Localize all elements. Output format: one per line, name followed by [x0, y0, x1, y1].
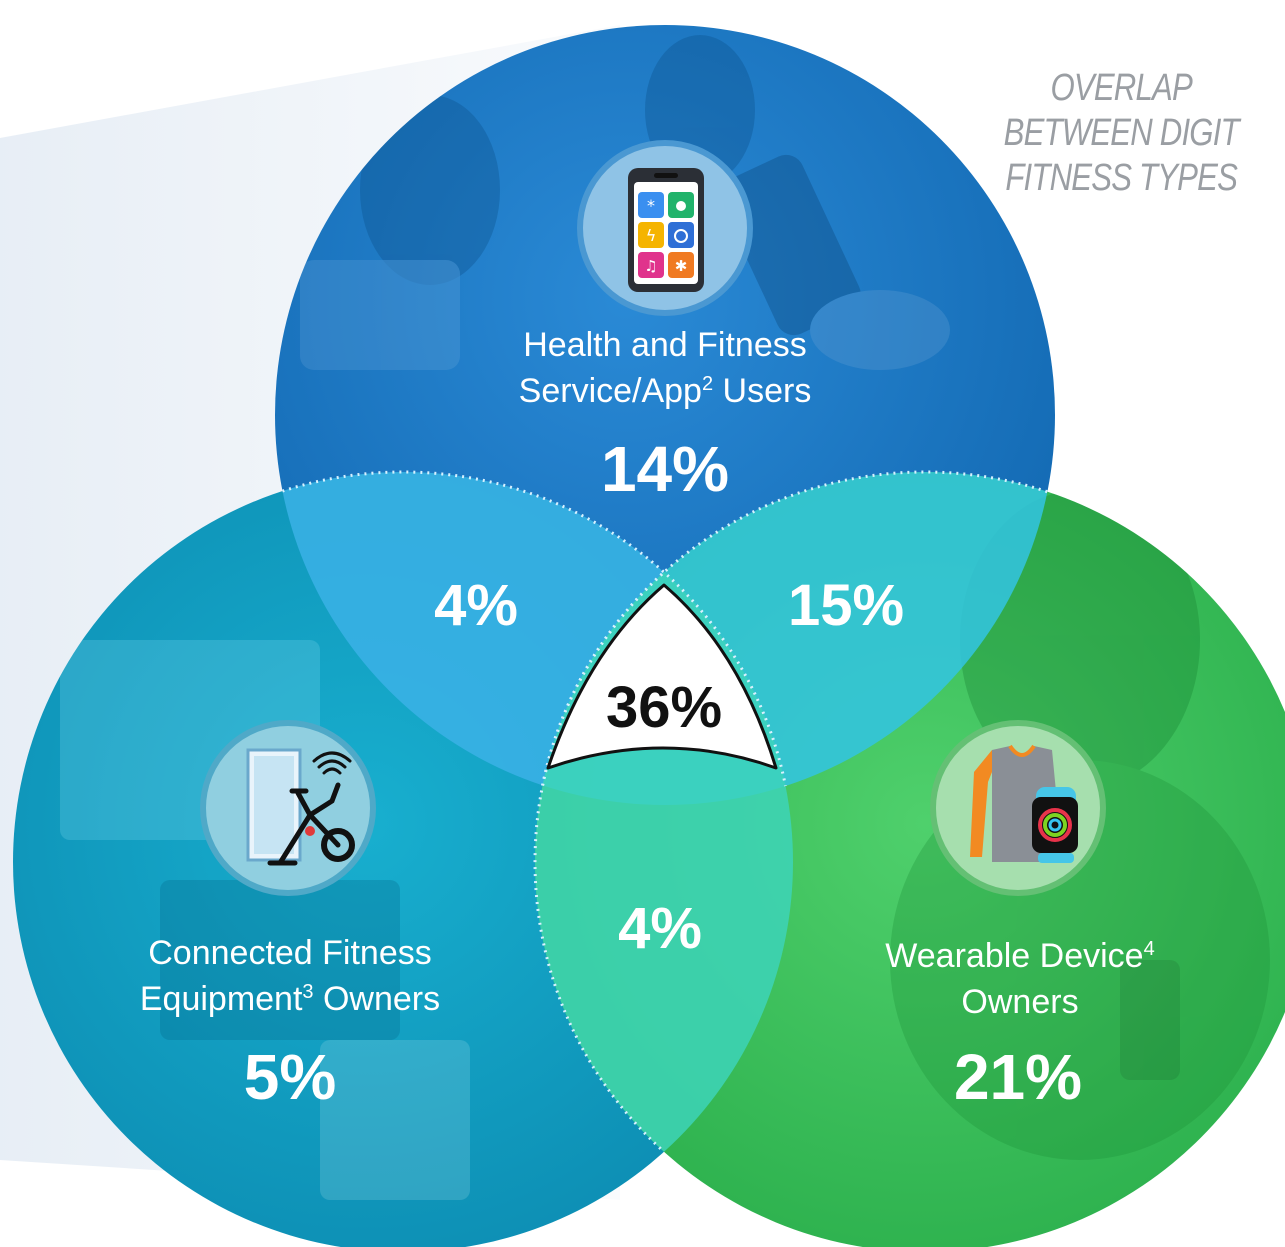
label-equipment-owners-line1: Connected Fitness	[148, 934, 432, 972]
photo-texture-top	[300, 35, 950, 370]
title-line-3: FITNESS TYPES	[1005, 157, 1238, 199]
value-overlap-all-three: 36%	[605, 675, 723, 740]
label-equipment-owners-line2: Equipment3 Owners	[139, 980, 441, 1018]
label-app-users-line1: Health and Fitness	[523, 326, 807, 364]
label-equipment-owners: Connected Fitness Equipment3 Owners	[90, 930, 490, 1022]
triple-overlap-shape	[546, 583, 778, 770]
title-line-1: OVERLAP	[1050, 67, 1192, 109]
value-wearable-owners: 21%	[953, 1041, 1083, 1113]
diagram-title: OVERLAP BETWEEN DIGIT FITNESS TYPES	[990, 66, 1252, 201]
svg-text:*: *	[647, 196, 655, 215]
value-overlap-equipment-wearable: 4%	[618, 896, 702, 961]
svg-text:♫: ♫	[644, 257, 657, 275]
value-overlap-app-wearable: 15%	[787, 573, 905, 638]
label-app-users-line2: Service/App2 Users	[518, 372, 812, 410]
svg-text:ϟ: ϟ	[646, 226, 657, 245]
wearable-shirt-watch-icon	[970, 744, 1078, 863]
smartphone-apps-icon: * ϟ ♫ ✱	[628, 168, 704, 292]
label-wearable-owners: Wearable Device4 Owners	[820, 933, 1220, 1025]
value-equipment-owners: 5%	[243, 1041, 337, 1113]
connected-bike-icon	[246, 748, 355, 866]
svg-text:✱: ✱	[675, 257, 688, 275]
label-app-users: Health and Fitness Service/App2 Users	[465, 322, 865, 414]
label-wearable-owners-line2: Owners	[961, 983, 1079, 1021]
title-line-2: BETWEEN DIGIT	[1003, 112, 1240, 154]
value-overlap-app-equipment: 4%	[434, 573, 518, 638]
value-app-users: 14%	[600, 433, 730, 505]
label-wearable-owners-line1: Wearable Device4	[885, 937, 1155, 975]
